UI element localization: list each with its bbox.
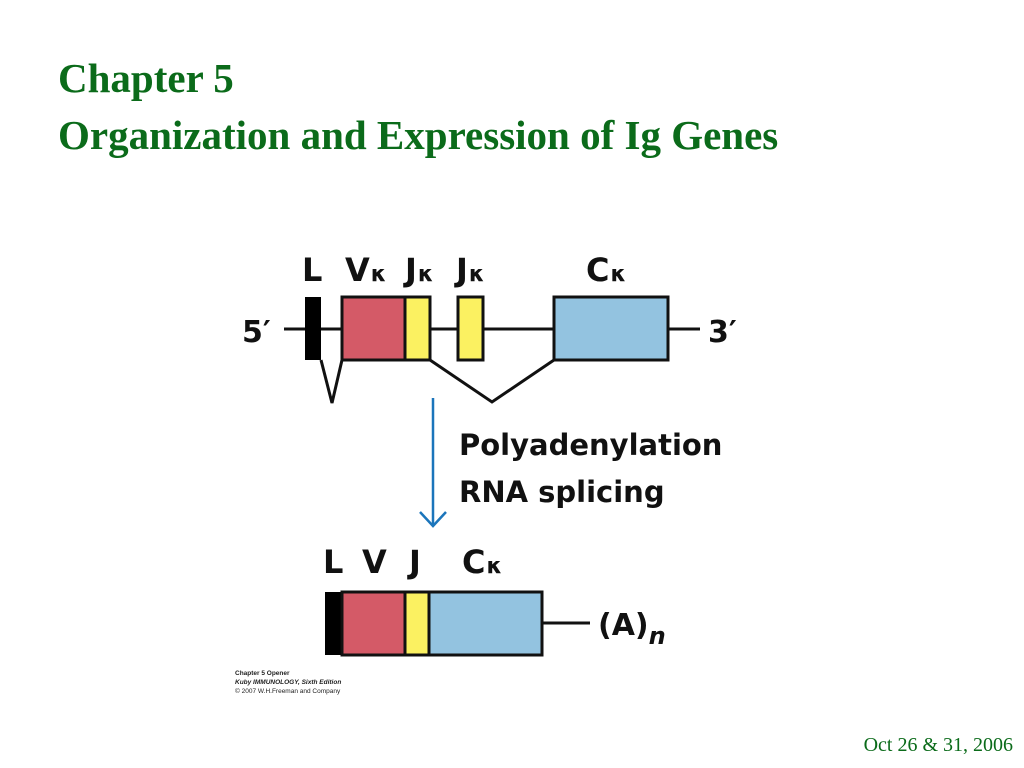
credit-chapter: Chapter 5 Opener (235, 670, 290, 677)
mrna-label-leader: L (323, 543, 343, 581)
slide-title: Chapter 5 Organization and Expression of… (58, 50, 778, 164)
leader-exon (305, 297, 321, 360)
j-c-splice-line (429, 358, 555, 404)
mrna-c-segment (427, 590, 544, 657)
figure-credit: Chapter 5 Opener Kuby IMMUNOLOGY, Sixth … (235, 669, 341, 696)
mrna-label-j: J (407, 543, 421, 581)
mrna-j-segment (403, 590, 431, 657)
title-chapter: Chapter 5 (58, 55, 234, 101)
mrna-v-segment (340, 590, 407, 657)
title-subject: Organization and Expression of Ig Genes (58, 112, 779, 158)
slide-date: Oct 26 & 31, 2006 (863, 734, 1013, 756)
credit-book: Kuby IMMUNOLOGY, Sixth Edition (235, 679, 342, 686)
j-kappa-segment-1 (403, 295, 432, 362)
process-polyadenylation: Polyadenylation (459, 428, 722, 462)
j-kappa-segment-2 (456, 295, 485, 362)
label-j-kappa-2: Jκ (454, 251, 485, 289)
label-j-kappa-1: Jκ (403, 251, 434, 289)
process-rna-splicing: RNA splicing (459, 475, 665, 509)
polyA-label: (A)n (598, 608, 666, 650)
mrna-label-v: V (362, 543, 387, 581)
credit-copyright: © 2007 W.H.Freeman and Company (235, 688, 341, 695)
v-kappa-segment (340, 295, 407, 362)
three-prime-label: 3′ (708, 315, 737, 350)
five-prime-label: 5′ (242, 315, 271, 350)
leader-splice-line (319, 359, 344, 404)
label-c-kappa: Cκ (586, 251, 626, 289)
mrna-label-c-kappa: Cκ (462, 543, 502, 581)
c-kappa-segment (552, 295, 670, 362)
mrna-leader (325, 592, 342, 655)
process-arrow-head (419, 511, 447, 528)
label-leader: L (302, 251, 322, 289)
label-v-kappa: Vκ (345, 251, 386, 289)
